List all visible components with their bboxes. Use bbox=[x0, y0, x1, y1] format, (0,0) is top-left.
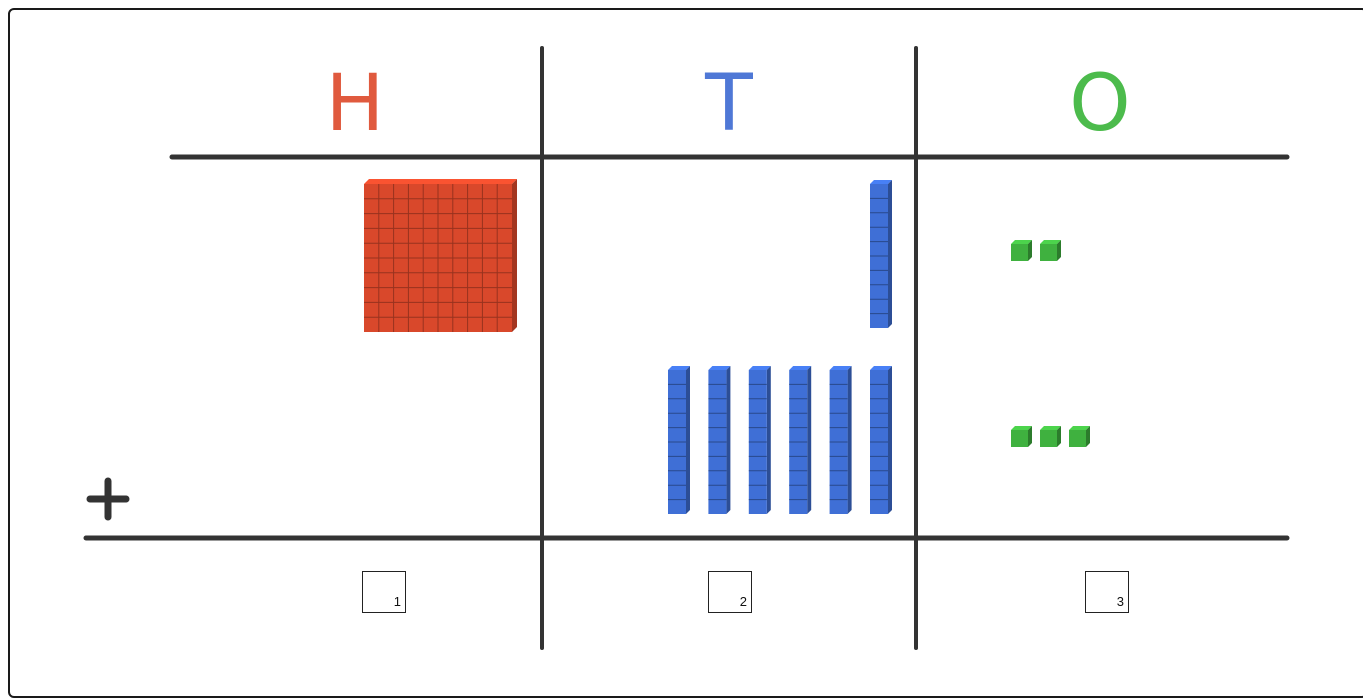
one-cube bbox=[1011, 426, 1032, 447]
ten-rod bbox=[708, 366, 730, 514]
one-cube bbox=[1040, 426, 1061, 447]
one-cube bbox=[1069, 426, 1090, 447]
ten-rod bbox=[830, 366, 852, 514]
answer-box-number: 1 bbox=[394, 594, 401, 609]
plus-sign bbox=[90, 481, 126, 517]
answer-box-number: 2 bbox=[740, 594, 747, 609]
answer-box-tens[interactable]: 2 bbox=[708, 571, 752, 613]
answer-box-hundreds[interactable]: 1 bbox=[362, 571, 406, 613]
column-header-hundreds: H bbox=[326, 59, 385, 149]
ten-rod bbox=[870, 180, 892, 328]
answer-box-ones[interactable]: 3 bbox=[1085, 571, 1129, 613]
base-ten-blocks bbox=[364, 179, 1090, 514]
ten-rod bbox=[749, 366, 771, 514]
ten-rod bbox=[870, 366, 892, 514]
hundred-block bbox=[364, 179, 517, 332]
answer-box-number: 3 bbox=[1117, 594, 1124, 609]
column-header-tens: T bbox=[704, 59, 753, 149]
place-value-chart: H T O bbox=[0, 0, 1363, 683]
one-cube bbox=[1011, 240, 1032, 261]
column-header-ones: O bbox=[1069, 59, 1130, 149]
ten-rod bbox=[789, 366, 811, 514]
ten-rod bbox=[668, 366, 690, 514]
one-cube bbox=[1040, 240, 1061, 261]
